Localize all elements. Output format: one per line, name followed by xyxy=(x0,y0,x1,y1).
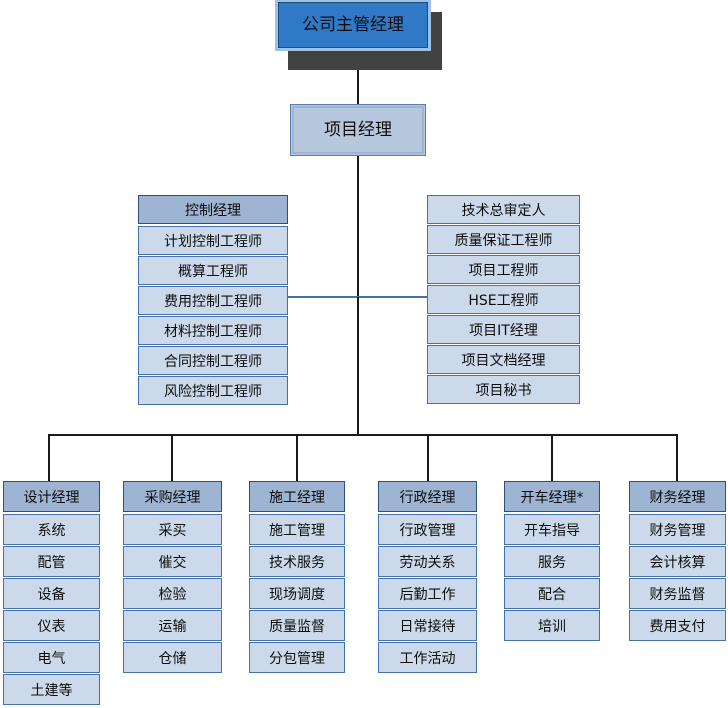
list-item[interactable]: 劳动关系 xyxy=(378,546,477,577)
column-design-manager: 设计经理 系统 配管 设备 仪表 电气 土建等 xyxy=(3,481,100,706)
column-head-finance-manager[interactable]: 财务经理 xyxy=(629,481,726,512)
list-item[interactable]: 概算工程师 xyxy=(138,256,288,285)
list-item[interactable]: 项目文档经理 xyxy=(427,345,580,374)
list-item[interactable]: 日常接待 xyxy=(378,610,477,641)
list-item[interactable]: 设备 xyxy=(3,578,100,609)
list-item[interactable]: 系统 xyxy=(3,514,100,545)
list-item[interactable]: 电气 xyxy=(3,642,100,673)
list-item[interactable]: 项目工程师 xyxy=(427,255,580,284)
list-item[interactable]: 仓储 xyxy=(123,642,222,673)
list-item[interactable]: 会计核算 xyxy=(629,546,726,577)
list-item[interactable]: 土建等 xyxy=(3,674,100,705)
list-item[interactable]: 后勤工作 xyxy=(378,578,477,609)
column-technical-reviewer: 技术总审定人 质量保证工程师 项目工程师 HSE工程师 项目IT经理 项目文档经… xyxy=(427,195,580,405)
connector-exec-to-pm xyxy=(357,48,359,104)
list-item[interactable]: 施工管理 xyxy=(249,514,345,545)
connector-drop-construct xyxy=(296,434,298,481)
column-head-construction-manager[interactable]: 施工经理 xyxy=(249,481,345,512)
list-item[interactable]: 现场调度 xyxy=(249,578,345,609)
list-item[interactable]: 行政管理 xyxy=(378,514,477,545)
list-item[interactable]: 风险控制工程师 xyxy=(138,376,288,405)
column-procurement-manager: 采购经理 采买 催交 检验 运输 仓储 xyxy=(123,481,222,674)
list-item[interactable]: 开车指导 xyxy=(504,514,600,545)
list-item[interactable]: 检验 xyxy=(123,578,222,609)
list-item[interactable]: 配管 xyxy=(3,546,100,577)
list-item[interactable]: 服务 xyxy=(504,546,600,577)
list-item[interactable]: 合同控制工程师 xyxy=(138,346,288,375)
connector-pm-to-trunk xyxy=(357,156,359,297)
list-item[interactable]: 工作活动 xyxy=(378,642,477,673)
connector-trunk-to-departments xyxy=(357,297,359,435)
connector-department-bar xyxy=(48,434,678,436)
column-head-procurement-manager[interactable]: 采购经理 xyxy=(123,481,222,512)
list-item[interactable]: 运输 xyxy=(123,610,222,641)
column-administration-manager: 行政经理 行政管理 劳动关系 后勤工作 日常接待 工作活动 xyxy=(378,481,477,674)
list-item[interactable]: 费用支付 xyxy=(629,610,726,641)
column-head-technical-reviewer[interactable]: 技术总审定人 xyxy=(427,195,580,224)
list-item[interactable]: HSE工程师 xyxy=(427,285,580,314)
list-item[interactable]: 材料控制工程师 xyxy=(138,316,288,345)
column-head-design-manager[interactable]: 设计经理 xyxy=(3,481,100,512)
list-item[interactable]: 财务监督 xyxy=(629,578,726,609)
column-finance-manager: 财务经理 财务管理 会计核算 财务监督 费用支付 xyxy=(629,481,726,642)
list-item[interactable]: 培训 xyxy=(504,610,600,641)
list-item[interactable]: 仪表 xyxy=(3,610,100,641)
list-item[interactable]: 项目IT经理 xyxy=(427,315,580,344)
connector-drop-finance xyxy=(676,434,678,481)
project-manager-box[interactable]: 项目经理 xyxy=(290,104,426,156)
connector-drop-admin xyxy=(427,434,429,481)
list-item[interactable]: 费用控制工程师 xyxy=(138,286,288,315)
connector-drop-design xyxy=(48,434,50,481)
list-item[interactable]: 计划控制工程师 xyxy=(138,226,288,255)
executive-box[interactable]: 公司主管经理 xyxy=(275,0,431,51)
list-item[interactable]: 配合 xyxy=(504,578,600,609)
column-startup-manager: 开车经理* 开车指导 服务 配合 培训 xyxy=(504,481,600,642)
list-item[interactable]: 技术服务 xyxy=(249,546,345,577)
column-control-manager: 控制经理 计划控制工程师 概算工程师 费用控制工程师 材料控制工程师 合同控制工… xyxy=(138,195,288,406)
list-item[interactable]: 质量监督 xyxy=(249,610,345,641)
list-item[interactable]: 项目秘书 xyxy=(427,375,580,404)
column-head-administration-manager[interactable]: 行政经理 xyxy=(378,481,477,512)
connector-drop-procure xyxy=(171,434,173,481)
column-head-startup-manager[interactable]: 开车经理* xyxy=(504,481,600,512)
column-head-control-manager[interactable]: 控制经理 xyxy=(138,195,288,224)
list-item[interactable]: 分包管理 xyxy=(249,642,345,673)
column-construction-manager: 施工经理 施工管理 技术服务 现场调度 质量监督 分包管理 xyxy=(249,481,345,674)
list-item[interactable]: 财务管理 xyxy=(629,514,726,545)
list-item[interactable]: 采买 xyxy=(123,514,222,545)
list-item[interactable]: 催交 xyxy=(123,546,222,577)
list-item[interactable]: 质量保证工程师 xyxy=(427,225,580,254)
connector-drop-startup xyxy=(551,434,553,481)
